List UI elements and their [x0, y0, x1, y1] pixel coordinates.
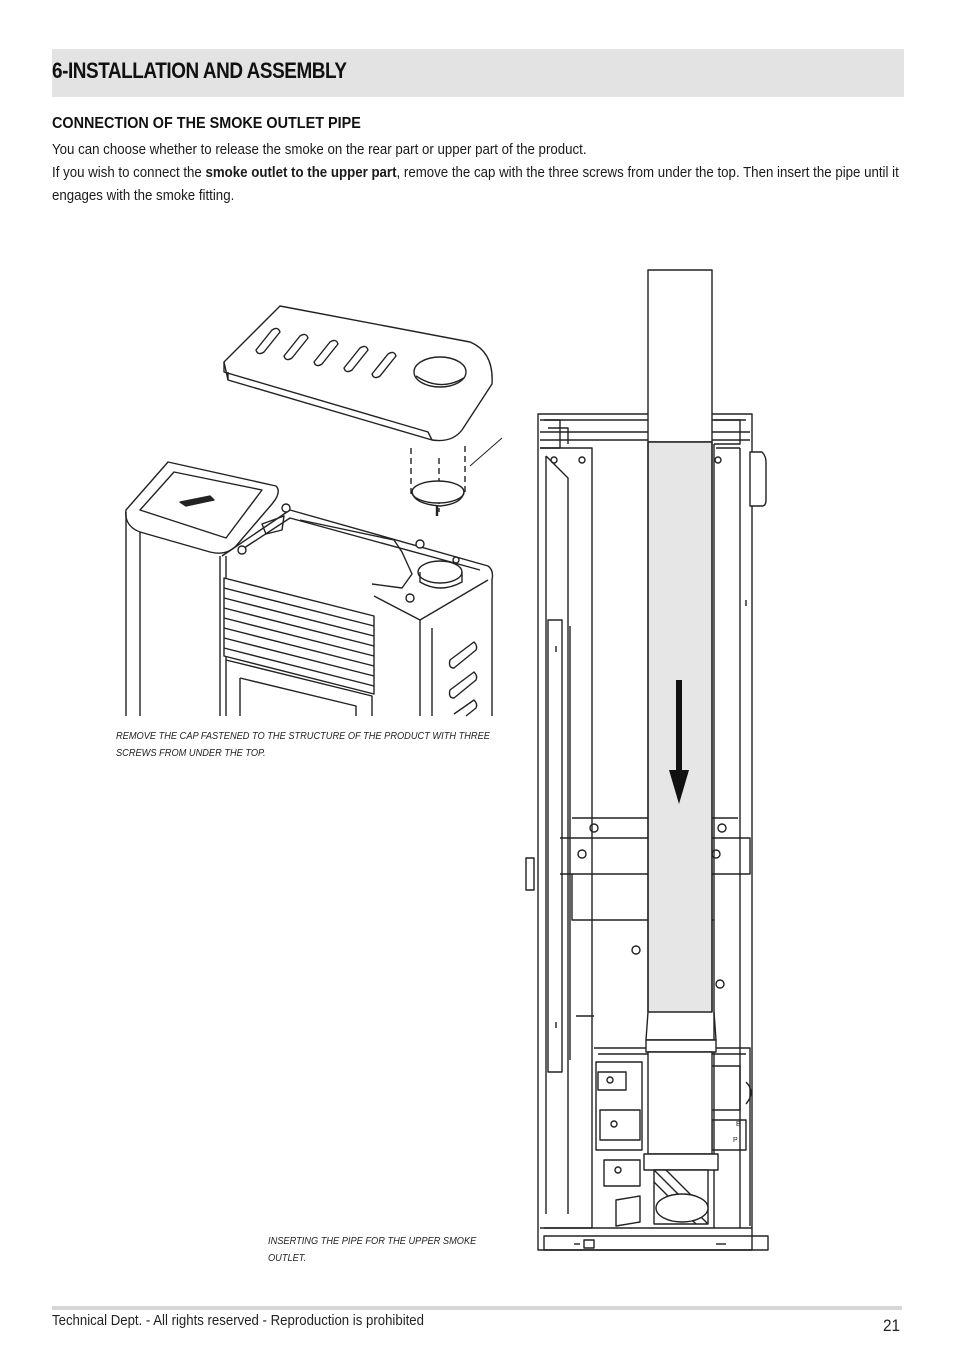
body-line-2-post: , remove the cap with the three screws f… [52, 164, 899, 204]
body-line-2-pre: If you wish to connect the [52, 164, 206, 181]
component-label-p: P [733, 1137, 738, 1144]
subsection-heading: CONNECTION OF THE SMOKE OUTLET PIPE [52, 115, 361, 132]
top-cover-illustration [223, 305, 503, 467]
caption-insert-pipe: INSERTING THE PIPE FOR THE UPPER SMOKE O… [268, 1235, 477, 1264]
footer-text: Technical Dept. - All rights reserved - … [52, 1312, 424, 1329]
smoke-cap-illustration [411, 480, 465, 516]
body-line-2-bold: smoke outlet to the upper part [205, 164, 397, 181]
stove-section-illustration [525, 413, 769, 1251]
stove-body-illustration [125, 461, 494, 717]
insert-arrow-icon [669, 680, 689, 804]
section-title: 6-INSTALLATION AND ASSEMBLY [52, 58, 347, 83]
footer-divider [52, 1306, 902, 1310]
body-line-2: If you wish to connect the smoke outlet … [52, 161, 902, 207]
caption-remove-cap: REMOVE THE CAP FASTENED TO THE STRUCTURE… [116, 730, 490, 759]
body-text: You can choose whether to release the sm… [52, 138, 902, 207]
component-label-b: B [736, 1121, 741, 1128]
body-line-1: You can choose whether to release the sm… [52, 141, 587, 158]
page-number: 21 [883, 1316, 901, 1335]
section-header: 6-INSTALLATION AND ASSEMBLY [52, 49, 904, 97]
